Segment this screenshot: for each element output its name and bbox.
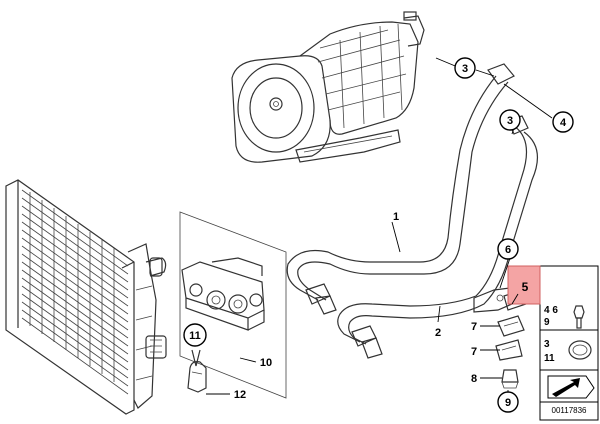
svg-text:3: 3: [507, 115, 513, 127]
legend-bottom-sub: 11: [544, 353, 555, 364]
label-7-upper: 7: [471, 321, 477, 333]
radiator-drawing: [5, 179, 167, 415]
legend-top-nums: 4 6: [544, 305, 558, 316]
label-10: 10: [260, 357, 272, 369]
leader-lines: [206, 57, 553, 395]
label-2: 2: [435, 327, 441, 339]
svg-text:3: 3: [462, 63, 468, 75]
highlight-box: [507, 265, 541, 305]
label-8: 8: [471, 373, 477, 385]
cooler-pipes-drawing: [286, 63, 539, 359]
callout-4: 4: [552, 111, 574, 133]
svg-text:4: 4: [560, 117, 567, 129]
legend-top-sub: 9: [544, 317, 550, 328]
fastener-hardware-drawing: [473, 287, 527, 389]
oil-cooler-drawing: [179, 211, 287, 399]
svg-text:11: 11: [189, 330, 201, 342]
callout-6: 6: [497, 238, 519, 260]
legend-bottom-nums: 3: [544, 339, 550, 350]
transmission-drawing: [231, 11, 425, 163]
callout-3-top: 3: [454, 57, 476, 79]
callout-9: 9: [497, 391, 519, 413]
label-12: 12: [234, 389, 246, 401]
svg-text:6: 6: [505, 244, 511, 256]
callout-11: 11: [183, 323, 207, 347]
label-5: 5: [522, 280, 529, 294]
diagram-id: 00117836: [552, 406, 588, 415]
label-1: 1: [393, 211, 399, 223]
legend-panel: [539, 265, 599, 421]
bolt-icon: [573, 305, 585, 319]
o-ring-icon: [568, 340, 592, 360]
callout-3-mid: 3: [499, 109, 521, 131]
label-7-lower: 7: [471, 346, 477, 358]
svg-text:9: 9: [505, 397, 511, 409]
